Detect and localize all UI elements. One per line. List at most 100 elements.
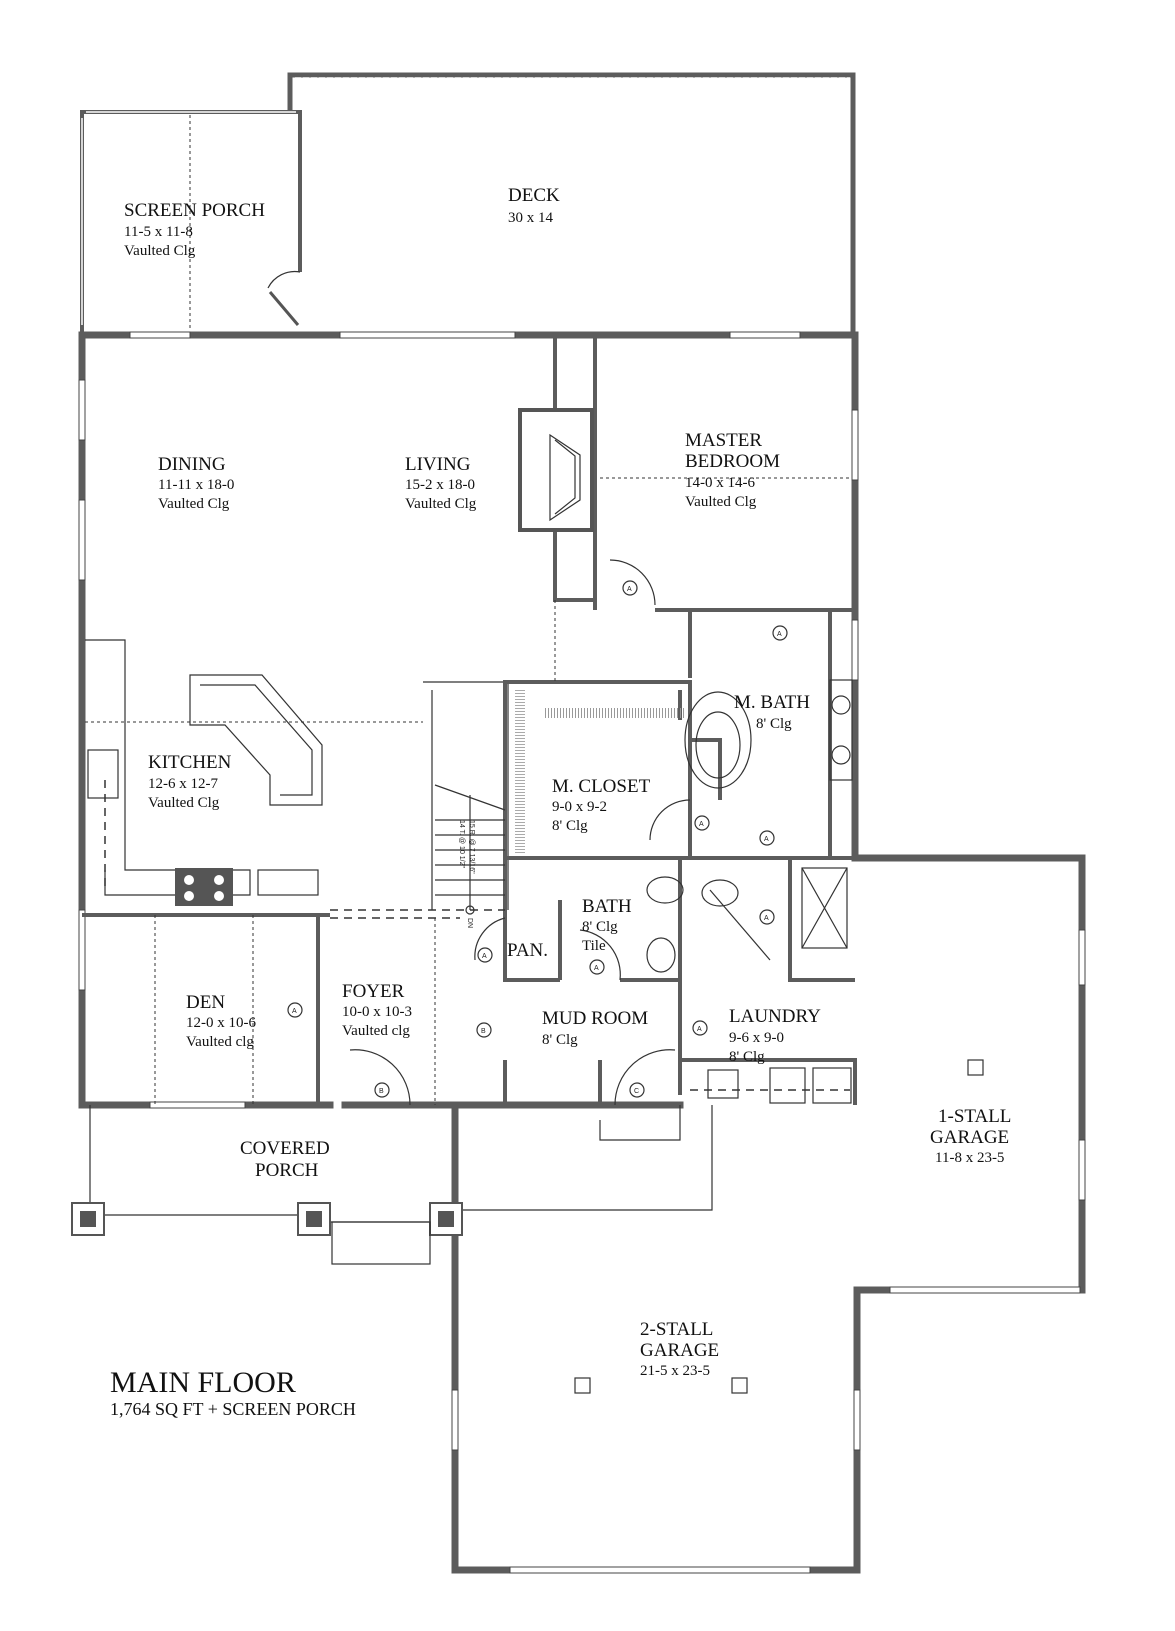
svg-text:FOYER: FOYER [342,981,405,1002]
svg-text:M. CLOSET: M. CLOSET [552,776,651,797]
svg-text:30 x 14: 30 x 14 [508,210,554,226]
svg-text:LIVING: LIVING [405,454,471,475]
stair-treads: 14 T. @ 10 1/2" [458,820,465,869]
svg-text:2-STALL: 2-STALL [640,1319,713,1340]
svg-text:21-5 x 23-5: 21-5 x 23-5 [640,1363,710,1379]
svg-text:PORCH: PORCH [255,1160,319,1181]
svg-text:PAN.: PAN. [507,940,548,961]
svg-text:SCREEN PORCH: SCREEN PORCH [124,200,265,221]
stair-direction: DN [466,918,473,928]
plan-title: MAIN FLOOR [110,1366,296,1399]
svg-text:B: B [481,1028,486,1035]
svg-text:B: B [379,1088,384,1095]
interior-walls [82,338,857,1141]
covered-porch [71,1105,463,1265]
svg-text:8' Clg: 8' Clg [756,716,792,732]
svg-text:15-2 x 18-0: 15-2 x 18-0 [405,477,475,493]
svg-text:A: A [594,965,599,972]
svg-text:11-5 x 11-8: 11-5 x 11-8 [124,224,193,240]
svg-text:MUD ROOM: MUD ROOM [542,1008,648,1029]
svg-text:12-0 x 10-6: 12-0 x 10-6 [186,1015,256,1031]
label-master-bath: M. BATH 8' Clg [734,692,810,732]
svg-text:14-0 x 14-6: 14-0 x 14-6 [685,475,755,491]
sink-icon [831,745,851,765]
svg-text:8' Clg: 8' Clg [552,818,588,834]
svg-text:12-6 x 12-7: 12-6 x 12-7 [148,776,218,792]
svg-text:A: A [764,836,769,843]
kitchen-sink [87,749,119,799]
toilet-icon [646,876,684,904]
svg-text:Tile: Tile [582,938,606,954]
svg-text:A: A [699,821,704,828]
kitchen-fixtures [85,639,323,906]
svg-text:Vaulted Clg: Vaulted Clg [158,496,230,512]
stair-risers: 15 R. @ 7 13/16" [468,820,475,874]
svg-text:9-6 x 9-0: 9-6 x 9-0 [729,1030,784,1046]
svg-text:A: A [482,953,487,960]
range-icon [175,868,233,906]
svg-text:A: A [627,586,632,593]
screen-porch-walls [80,110,302,335]
bath-fixtures [646,679,853,1104]
svg-text:DEN: DEN [186,992,225,1013]
svg-text:LAUNDRY: LAUNDRY [729,1006,821,1027]
deck-outline [287,72,856,336]
svg-text:10-0 x 10-3: 10-0 x 10-3 [342,1004,412,1020]
svg-text:A: A [292,1008,297,1015]
bathtub-icon [684,691,752,789]
porch-post [297,1202,331,1236]
svg-text:8' Clg: 8' Clg [542,1032,578,1048]
svg-text:Vaulted Clg: Vaulted Clg [124,243,196,259]
sink-icon [831,695,851,715]
plan-subtitle: 1,764 SQ FT + SCREEN PORCH [110,1399,356,1419]
svg-text:C: C [634,1088,639,1095]
label-pantry: PAN. [507,940,548,961]
label-deck: DECK 30 x 14 [508,185,560,226]
fireplace [518,408,594,532]
svg-text:BEDROOM: BEDROOM [685,451,780,472]
svg-text:GARAGE: GARAGE [640,1340,719,1361]
svg-text:8' Clg: 8' Clg [582,919,618,935]
svg-text:DECK: DECK [508,185,560,206]
svg-text:1-STALL: 1-STALL [938,1106,1011,1127]
svg-text:11-11 x 18-0: 11-11 x 18-0 [158,477,234,493]
toilet-icon [701,879,739,907]
svg-text:DINING: DINING [158,454,226,475]
svg-text:Vaulted Clg: Vaulted Clg [685,494,757,510]
svg-text:A: A [777,631,782,638]
svg-text:GARAGE: GARAGE [930,1127,1009,1148]
label-master-closet: M. CLOSET 9-0 x 9-2 8' Clg [552,776,651,834]
label-mud-room: MUD ROOM 8' Clg [542,1008,648,1048]
svg-text:COVERED: COVERED [240,1138,330,1159]
svg-text:11-8 x 23-5: 11-8 x 23-5 [935,1150,1004,1166]
door-tags: A A A A A A A A A B B C [287,580,788,1098]
svg-text:BATH: BATH [582,896,632,917]
dashed-lines [85,477,852,1105]
svg-text:9-0 x 9-2: 9-0 x 9-2 [552,799,607,815]
garage-markers [574,1059,984,1394]
svg-text:M. BATH: M. BATH [734,692,810,713]
svg-text:MASTER: MASTER [685,430,762,451]
svg-text:KITCHEN: KITCHEN [148,752,232,773]
stair: 15 R. @ 7 13/16" 14 T. @ 10 1/2" DN [434,784,506,928]
closet-shelving [515,690,685,855]
svg-text:A: A [764,915,769,922]
door-swings [349,559,771,1106]
porch-steps [331,1221,431,1265]
svg-text:Vaulted clg: Vaulted clg [342,1023,410,1039]
laundry-sink [707,1069,739,1099]
sink-icon [646,937,676,973]
